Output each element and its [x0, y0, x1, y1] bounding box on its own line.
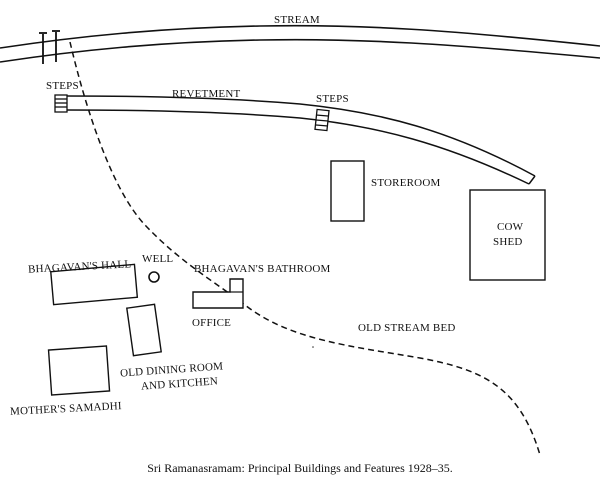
bhagavans-hall-building	[50, 263, 139, 306]
storeroom-label: STOREROOM	[371, 177, 441, 189]
revetment	[65, 95, 536, 185]
storeroom-building	[330, 160, 365, 222]
old-dining-room-building	[126, 303, 162, 357]
old-stream-bed-label: OLD STREAM BED	[358, 322, 456, 334]
mothers-samadhi-building	[47, 345, 111, 396]
steps-right-label: STEPS	[316, 93, 349, 105]
well-label: WELL	[142, 253, 174, 265]
bridge-marks	[39, 30, 60, 64]
office-label: OFFICE	[192, 317, 232, 329]
bhagavans-bathroom-building	[192, 278, 244, 309]
stream	[0, 24, 600, 63]
steps-right	[314, 108, 330, 132]
stray-dot	[312, 346, 314, 348]
steps-left	[54, 94, 68, 113]
cow-shed-label-line1: COW	[497, 221, 524, 233]
old-stream-bed-path	[69, 41, 541, 456]
stream-label: STREAM	[274, 14, 320, 26]
well-circle	[148, 271, 160, 283]
bhagavans-bathroom-label: BHAGAVAN'S BATHROOM	[194, 263, 331, 275]
cow-shed-building	[469, 189, 546, 281]
map-caption: Sri Ramanasramam: Principal Buildings an…	[147, 461, 453, 475]
steps-left-label: STEPS	[46, 80, 79, 92]
cow-shed-label-line2: SHED	[493, 236, 523, 248]
revetment-label: REVETMENT	[172, 88, 241, 100]
